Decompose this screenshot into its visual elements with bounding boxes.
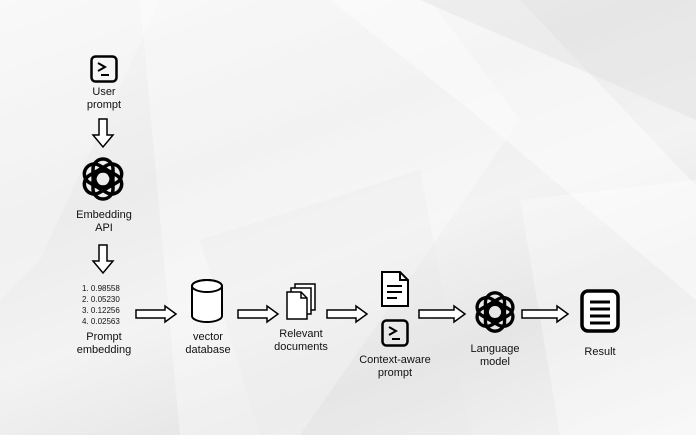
language-model-label: Language model	[470, 343, 520, 368]
embedding-value: 3. 0.12256	[82, 306, 120, 315]
openai-logo-icon	[475, 291, 515, 333]
right-arrow-icon	[237, 304, 280, 324]
prompt-embedding-label: Prompt embedding	[76, 331, 132, 356]
vector-database-label: vector database	[185, 331, 231, 356]
openai-logo-icon	[82, 157, 124, 201]
embedding-value: 2. 0.05230	[82, 295, 120, 304]
right-arrow-icon	[521, 304, 570, 324]
result-document-icon	[580, 289, 620, 333]
embedding-api-label: Embedding API	[76, 209, 132, 234]
embedding-value: 1. 0.98558	[82, 284, 120, 293]
stacked-documents-icon	[286, 283, 316, 320]
right-arrow-icon	[418, 304, 467, 324]
context-aware-prompt-label: Context-aware prompt	[359, 354, 431, 379]
embedding-values-list: 1. 0.98558 2. 0.05230 3. 0.12256 4. 0.02…	[82, 283, 120, 327]
database-cylinder-icon	[191, 279, 223, 323]
right-arrow-icon	[135, 304, 178, 324]
user-prompt-icon	[90, 55, 118, 83]
down-arrow-icon	[91, 244, 115, 275]
down-arrow-icon	[91, 118, 115, 149]
result-label: Result	[584, 346, 616, 358]
user-prompt-label: User prompt	[86, 86, 122, 111]
embedding-value: 4. 0.02563	[82, 317, 120, 326]
relevant-documents-label: Relevant documents	[274, 328, 328, 353]
context-prompt-icon	[381, 319, 409, 347]
right-arrow-icon	[326, 304, 369, 324]
document-icon	[381, 271, 409, 307]
